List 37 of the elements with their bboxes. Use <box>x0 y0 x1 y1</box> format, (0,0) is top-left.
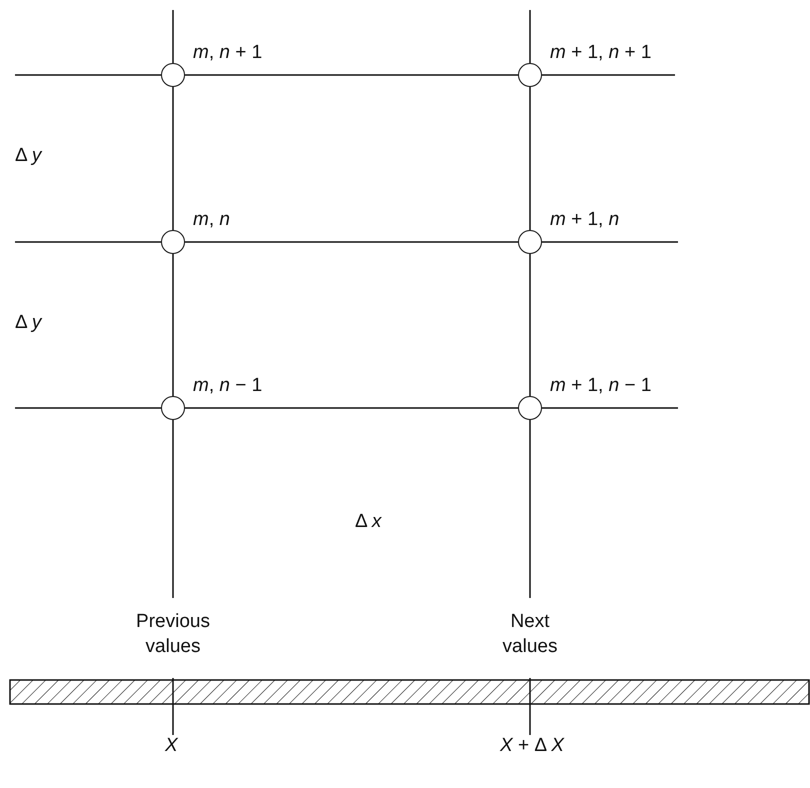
grid-line <box>15 241 161 243</box>
spacing-label: Δ y <box>15 313 42 334</box>
node-index-label: m + 1, n <box>550 210 620 231</box>
grid-line <box>172 87 174 230</box>
node-index-label: m, n − 1 <box>193 376 262 397</box>
spacing-label: Δ y <box>15 146 42 167</box>
position-label: X <box>165 736 178 757</box>
grid-node-circle <box>518 230 542 254</box>
node-index-label: m + 1, n + 1 <box>550 43 652 64</box>
grid-line <box>172 420 174 598</box>
grid-line <box>185 241 518 243</box>
grid-line <box>185 74 518 76</box>
grid-line <box>542 241 678 243</box>
grid-node-circle <box>518 63 542 87</box>
grid-node-circle <box>161 63 185 87</box>
spacing-label: Δ x <box>355 512 382 533</box>
node-index-label: m, n + 1 <box>193 43 262 64</box>
grid-line <box>15 74 161 76</box>
grid-node-circle <box>518 396 542 420</box>
grid-line <box>529 254 531 396</box>
column-label: Next values <box>502 610 558 659</box>
grid-line <box>172 10 174 63</box>
grid-line <box>185 407 518 409</box>
grid-line <box>542 407 678 409</box>
node-index-label: m, n <box>193 210 230 231</box>
position-label: X + Δ X <box>500 736 564 757</box>
grid-line <box>529 420 531 598</box>
node-index-label: m + 1, n − 1 <box>550 376 652 397</box>
grid-line <box>542 74 675 76</box>
grid-line <box>529 87 531 230</box>
hatched-plate <box>9 679 810 705</box>
grid-node-circle <box>161 396 185 420</box>
grid-node-circle <box>161 230 185 254</box>
grid-line <box>529 10 531 63</box>
grid-line <box>172 254 174 396</box>
grid-line <box>15 407 161 409</box>
column-label: Previous values <box>135 610 211 659</box>
